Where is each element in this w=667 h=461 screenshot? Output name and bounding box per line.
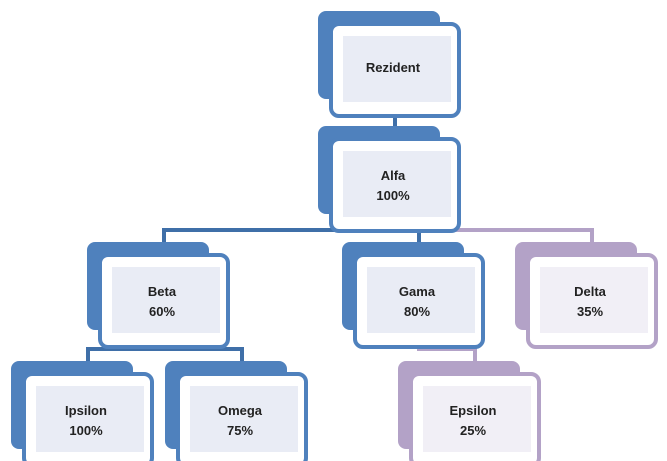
node-title: Delta bbox=[574, 284, 607, 299]
node-body bbox=[343, 36, 451, 102]
node-body bbox=[423, 386, 531, 452]
node-alfa: Alfa 100% bbox=[318, 126, 461, 233]
node-value: 100% bbox=[69, 423, 103, 438]
node-title: Omega bbox=[218, 403, 263, 418]
node-title: Gama bbox=[399, 284, 436, 299]
node-value: 25% bbox=[460, 423, 486, 438]
node-body bbox=[36, 386, 144, 452]
node-delta: Delta 35% bbox=[515, 242, 658, 349]
node-beta: Beta 60% bbox=[87, 242, 230, 349]
node-value: 75% bbox=[227, 423, 253, 438]
node-value: 80% bbox=[404, 304, 430, 319]
node-body bbox=[190, 386, 298, 452]
node-gama: Gama 80% bbox=[342, 242, 485, 349]
node-value: 35% bbox=[577, 304, 603, 319]
node-body bbox=[112, 267, 220, 333]
connector-beta-ipsilon bbox=[86, 347, 166, 361]
node-title: Alfa bbox=[381, 168, 406, 183]
node-body bbox=[367, 267, 475, 333]
node-title: Beta bbox=[148, 284, 177, 299]
connector-beta-omega bbox=[162, 347, 244, 361]
node-rezident: Rezident bbox=[318, 11, 461, 118]
node-omega: Omega 75% bbox=[165, 361, 308, 461]
node-title: Epsilon bbox=[450, 403, 497, 418]
node-body bbox=[540, 267, 648, 333]
connector-gama-epsilon bbox=[417, 347, 477, 361]
node-ipsilon: Ipsilon 100% bbox=[11, 361, 154, 461]
node-value: 60% bbox=[149, 304, 175, 319]
node-title: Ipsilon bbox=[65, 403, 107, 418]
node-value: 100% bbox=[376, 188, 410, 203]
node-body bbox=[343, 151, 451, 217]
node-epsilon: Epsilon 25% bbox=[398, 361, 541, 461]
node-title: Rezident bbox=[366, 60, 421, 75]
